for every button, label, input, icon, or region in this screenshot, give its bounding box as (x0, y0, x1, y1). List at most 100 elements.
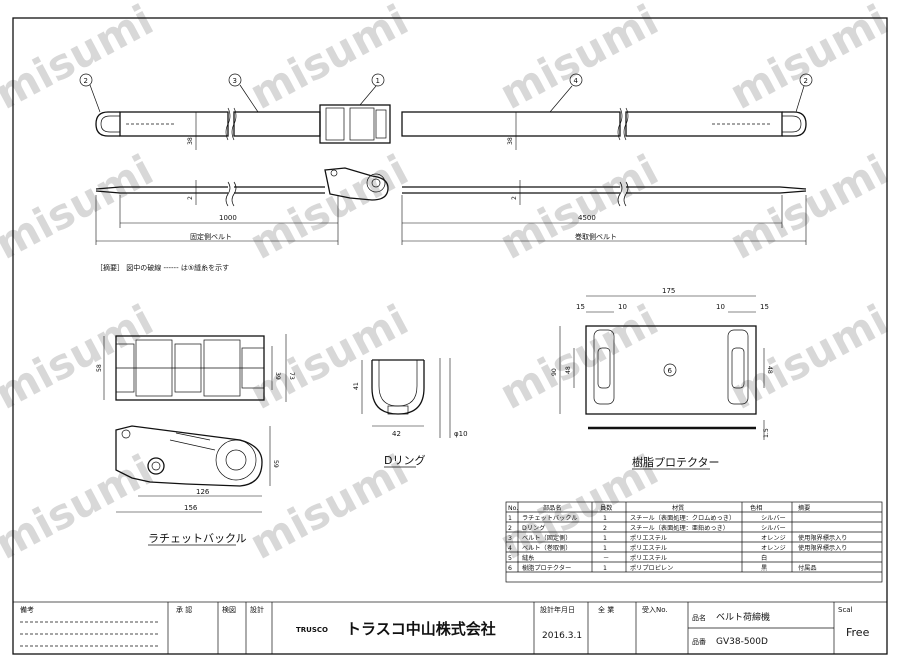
label-approve: 承 認 (176, 605, 192, 614)
balloon (228, 73, 242, 87)
table-cell: 6 (508, 565, 512, 572)
table-cell: 3 (508, 535, 512, 542)
dim-buckle-73: 73 (288, 372, 295, 380)
drawing-note: ［摘要］ 図中の破線 ------ は⑤縫糸を示す (96, 263, 229, 272)
table-cell: 縫糸 (522, 554, 534, 562)
caption-d-ring: Dリング (384, 453, 425, 467)
label-full-scale: 全 業 (598, 605, 614, 614)
balloon-number: 1 (376, 77, 380, 85)
table-cell: 1 (603, 565, 607, 572)
table-header-cell: 員数 (600, 504, 613, 512)
dim-dring-41: 41 (353, 382, 360, 390)
watermark-text: misumi (492, 145, 666, 269)
table-cell: 2 (603, 525, 607, 532)
table-cell: ポリエステル (630, 554, 667, 562)
dim-buckle-39: 39 (274, 372, 281, 380)
table-cell: 1 (603, 515, 607, 522)
label-check: 検図 (222, 605, 236, 614)
dim-dring-42: 42 (392, 430, 401, 438)
label-fixed-belt: 固定側ベルト (190, 232, 232, 241)
label-wind-belt: 巻取側ベルト (575, 232, 617, 241)
dim-buckle-156: 156 (184, 504, 198, 512)
label-receipt-no: 受入No. (642, 605, 668, 614)
table-cell: 1 (508, 515, 512, 522)
dim-belt-thickness-left: 2 (187, 196, 194, 200)
dim-buckle-58: 58 (96, 364, 103, 372)
table-cell: ポリエステル (630, 544, 667, 552)
table-cell: 白 (761, 554, 767, 562)
table-cell: 付属品 (798, 564, 817, 572)
design-date: 2016.3.1 (542, 631, 582, 641)
table-cell: Dリング (522, 524, 545, 532)
ratchet-buckle-detail: 58 39 73 59 126 156 ラチェットバックル (96, 334, 295, 546)
scale-value: Free (846, 626, 870, 639)
table-cell: 使用限界標示入り (798, 544, 848, 552)
company-name: トラスコ中山株式会社 (346, 620, 496, 638)
table-cell: シルバー (761, 525, 786, 532)
dim-protector-15b: 15 (760, 303, 769, 311)
dim-protector-48r: 48 (766, 366, 773, 374)
dim-fixed-length: 1000 (219, 214, 237, 222)
table-cell: ベルト（巻取側） (522, 544, 572, 552)
table-cell: 4 (508, 545, 512, 552)
table-cell: 5 (508, 555, 512, 562)
dim-protector-thickness: 1.5 (763, 428, 770, 438)
balloon (371, 73, 385, 87)
balloon (799, 73, 813, 87)
brand-logo: TRUSCO (296, 626, 328, 634)
table-cell: ラチェットバックル (522, 515, 578, 522)
label-design-date: 設計年月日 (540, 605, 575, 614)
table-cell: 1 (603, 545, 607, 552)
table-header-cell: 材質 (672, 504, 684, 512)
table-header-cell: No. (508, 505, 518, 512)
label-scale: Scal (838, 606, 853, 614)
dim-wind-length: 4500 (578, 214, 596, 222)
watermark-layer: misumi misumi misumi misumi misumi misum… (0, 0, 896, 569)
dim-buckle-59: 59 (272, 460, 279, 468)
watermark-text: misumi (722, 145, 896, 269)
table-cell: シルバー (761, 515, 786, 522)
d-ring-left (95, 111, 120, 137)
caption-protector: 樹脂プロテクター (632, 455, 720, 469)
table-cell: 黒 (761, 565, 767, 572)
d-ring-right (782, 111, 807, 137)
product-code: GV38-500D (716, 637, 768, 647)
table-header-cell: 部品名 (543, 504, 562, 512)
watermark-text: misumi (242, 145, 416, 269)
dim-protector-90: 90 (551, 368, 558, 376)
belt-wind-top (401, 111, 621, 137)
table-header-cell: 色相 (750, 504, 762, 512)
caption-ratchet-buckle: ラチェットバックル (148, 532, 247, 545)
balloon (79, 73, 93, 87)
table-cell: ポリエステル (630, 534, 667, 542)
product-name: ベルト荷締機 (716, 611, 770, 623)
balloon-number: 2 (84, 77, 88, 85)
table-cell: オレンジ (761, 535, 786, 542)
dim-belt-width-left: 38 (187, 137, 194, 145)
d-ring-detail: 41 42 φ10 Dリング (353, 358, 468, 468)
title-block: 備考 承 認 検図 設計 TRUSCO トラスコ中山株式会社 設計年月日 201… (12, 601, 888, 655)
dim-buckle-126: 126 (196, 488, 210, 496)
label-product-name: 品名 (692, 613, 706, 622)
label-remarks: 備考 (20, 605, 34, 614)
watermark-text: misumi (492, 295, 666, 419)
protector-detail: 6 175 15 10 10 15 90 48 48 1.5 樹脂プロテクター (551, 287, 773, 470)
table-cell: オレンジ (761, 545, 786, 552)
watermark-text: misumi (242, 295, 416, 419)
label-product-code: 品番 (692, 638, 706, 646)
table-cell: スチール（表面処理：クロムめっき） (630, 514, 735, 522)
table-cell: スチール（表面処理：亜鉛めっき） (630, 524, 729, 532)
dim-protector-10a: 10 (618, 303, 627, 311)
label-design: 設計 (250, 605, 264, 614)
dim-dring-phi: φ10 (454, 430, 468, 438)
table-cell: 2 (508, 525, 512, 532)
balloon-number: 2 (804, 77, 808, 85)
dim-protector-48l: 48 (565, 366, 572, 374)
top-view: 38 38 2 3 1 4 2 (79, 73, 813, 150)
watermark-text: misumi (0, 145, 161, 269)
dim-protector-15a: 15 (576, 303, 585, 311)
side-view: 2 2 1000 4500 固定側ベルト 巻取側ベルト (95, 167, 807, 245)
dim-belt-thickness-right: 2 (511, 196, 518, 200)
